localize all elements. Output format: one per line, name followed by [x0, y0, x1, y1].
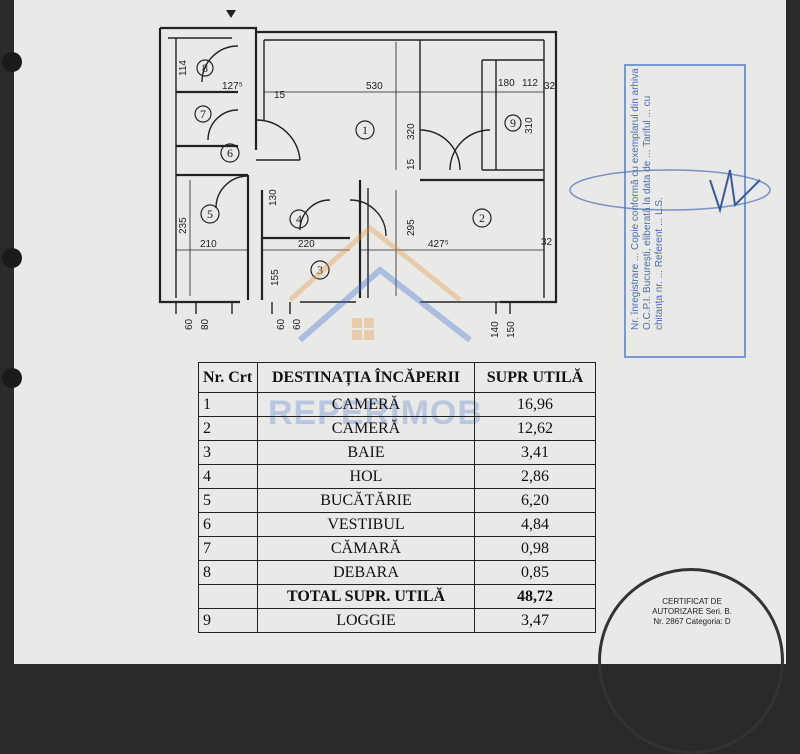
row-area: 2,86	[474, 464, 596, 489]
row-nr: 8	[198, 560, 258, 585]
room-label-8: 8	[202, 61, 208, 75]
room-label-1: 1	[362, 123, 368, 137]
row-area: 16,96	[474, 392, 596, 417]
table-row: 9 LOGGIE 3,47	[198, 608, 596, 633]
total-area: 48,72	[474, 584, 596, 609]
dim-114: 114	[178, 60, 189, 76]
total-nr	[198, 584, 258, 609]
dim-60a: 60	[184, 318, 195, 330]
row-destination: DEBARA	[257, 560, 475, 585]
dim-180: 180	[498, 78, 515, 89]
room-label-7: 7	[200, 107, 206, 121]
table-row: 8 DEBARA 0,85	[198, 560, 596, 585]
room-label-9: 9	[510, 116, 516, 130]
row-area: 6,20	[474, 488, 596, 513]
dim-32a: 32	[544, 81, 556, 92]
dim-130: 130	[268, 189, 279, 206]
header-destination: DESTINAȚIA ÎNCĂPERII	[257, 362, 475, 393]
dim-60c: 60	[292, 318, 303, 330]
dim-220: 220	[298, 239, 315, 250]
row-area: 4,84	[474, 512, 596, 537]
row-destination: HOL	[257, 464, 475, 489]
dim-320: 320	[406, 123, 417, 140]
row-nr: 4	[198, 464, 258, 489]
dim-150: 150	[506, 321, 517, 338]
table-row: 2 CAMERĂ 12,62	[198, 416, 596, 441]
row-destination: VESTIBUL	[257, 512, 475, 537]
table-row: 3 BAIE 3,41	[198, 440, 596, 465]
total-label: TOTAL SUPR. UTILĂ	[257, 584, 475, 609]
row-destination: CAMERĂ	[257, 416, 475, 441]
total-row: TOTAL SUPR. UTILĂ 48,72	[198, 584, 596, 609]
table-row: 4 HOL 2,86	[198, 464, 596, 489]
header-nr: Nr. Crt	[198, 362, 258, 393]
row-area: 0,98	[474, 536, 596, 561]
watermark-logo	[288, 224, 472, 343]
row-destination: BUCĂTĂRIE	[257, 488, 475, 513]
dim-112: 112	[522, 78, 538, 89]
row-area: 0,85	[474, 560, 596, 585]
dim-32b: 32	[541, 237, 553, 248]
row-destination: CAMERĂ	[257, 392, 475, 417]
table-row: 7 CĂMARĂ 0,98	[198, 536, 596, 561]
row-destination: CĂMARĂ	[257, 536, 475, 561]
dim-310: 310	[524, 117, 535, 134]
row-nr: 3	[198, 440, 258, 465]
signature-icon	[569, 169, 771, 214]
table-row: 5 BUCĂTĂRIE 6,20	[198, 488, 596, 513]
room-label-5: 5	[207, 207, 213, 221]
dim-155: 155	[270, 269, 281, 286]
dim-235: 235	[178, 217, 189, 234]
row-area: 3,41	[474, 440, 596, 465]
punch-hole	[2, 248, 22, 268]
room-label-4: 4	[296, 212, 302, 226]
row-destination: LOGGIE	[257, 608, 475, 633]
dim-530: 530	[366, 81, 383, 92]
areas-table: Nr. Crt DESTINAȚIA ÎNCĂPERII SUPR UTILĂ …	[198, 362, 596, 633]
punch-hole	[2, 52, 22, 72]
ocpi-stamp	[624, 64, 746, 358]
dim-295: 295	[406, 219, 417, 236]
row-nr: 1	[198, 392, 258, 417]
punch-hole	[2, 368, 22, 388]
row-destination: BAIE	[257, 440, 475, 465]
room-label-6: 6	[227, 146, 233, 160]
dim-15a: 15	[274, 90, 286, 101]
room-label-2: 2	[479, 211, 485, 225]
dim-1275: 127⁵	[222, 81, 243, 92]
dim-60b: 60	[276, 318, 287, 330]
dim-140: 140	[490, 321, 501, 338]
entrance-arrow	[226, 10, 236, 18]
seal-center-text: CERTIFICAT DE AUTORIZARE Seri. B. Nr. 28…	[652, 597, 732, 626]
row-nr: 7	[198, 536, 258, 561]
authorization-seal	[598, 568, 784, 754]
row-area: 3,47	[474, 608, 596, 633]
table-row: 1 CAMERĂ 16,96	[198, 392, 596, 417]
dim-15b: 15	[406, 158, 417, 170]
row-nr: 2	[198, 416, 258, 441]
row-nr: 9	[198, 608, 258, 633]
dim-210: 210	[200, 239, 217, 250]
header-area: SUPR UTILĂ	[474, 362, 596, 393]
dim-4275: 427⁵	[428, 239, 449, 250]
row-nr: 6	[198, 512, 258, 537]
table-header-row: Nr. Crt DESTINAȚIA ÎNCĂPERII SUPR UTILĂ	[198, 362, 596, 393]
dim-80: 80	[200, 318, 211, 330]
room-label-3: 3	[317, 263, 323, 277]
row-area: 12,62	[474, 416, 596, 441]
table-row: 6 VESTIBUL 4,84	[198, 512, 596, 537]
row-nr: 5	[198, 488, 258, 513]
